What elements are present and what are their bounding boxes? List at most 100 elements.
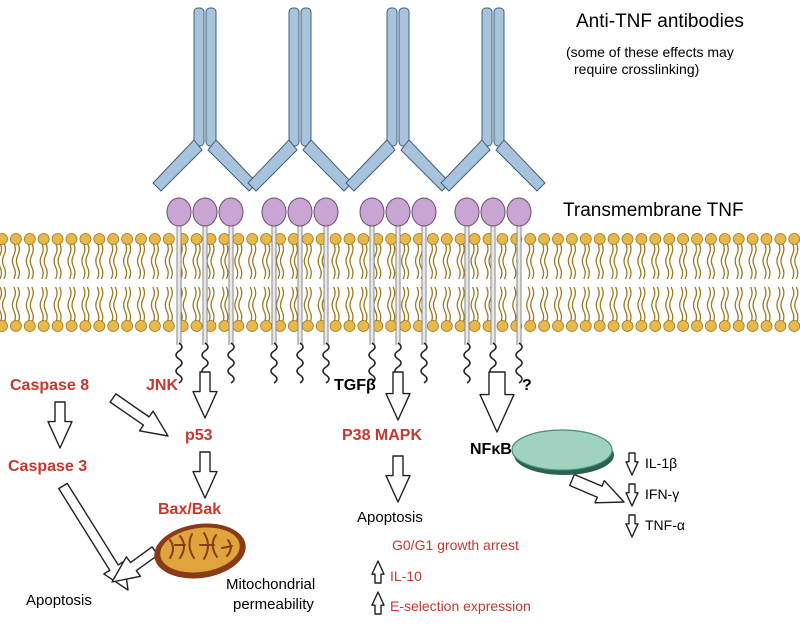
lipid-tail [581,286,586,324]
lipid-tail [95,286,100,324]
lipid-head [496,233,509,245]
lipid-tail [85,242,90,280]
tnf-monomer [166,197,192,227]
lipid-tail [442,242,447,280]
lipid-head [677,320,689,332]
lipid-tail [794,242,799,280]
tnf-cytoplasmic-tail [515,342,523,384]
lipid-head [329,320,342,332]
lipid-tail [210,242,215,280]
lipid-tail [335,286,340,324]
e-selection-label: E-selection expression [390,598,531,614]
mitochondrion-crista [188,533,195,559]
lipid-tail [126,242,132,280]
lipid-tail [391,242,396,280]
lipid-tail [428,242,434,280]
lipid-head [107,320,120,332]
lipid-tail [790,242,795,280]
lipid-head [649,320,662,332]
lipid-tail [762,242,767,280]
lipid-tail [11,286,17,324]
tnf-cytoplasmic-tail [227,342,235,384]
caspase3-label: Caspase 3 [8,458,88,475]
tnf-monomer [359,197,385,227]
p38-mapk-label: P38 MAPK [342,427,423,444]
lipid-tail [196,286,201,324]
lipid-tail [651,242,656,280]
lipid-head [23,320,36,332]
g0g1-arrest-label: G0/G1 growth arrest [392,537,519,553]
lipid-tail [720,286,725,324]
lipid-head [107,233,120,245]
lipid-tail [706,242,712,280]
mitochondrion-crista [221,545,233,549]
lipid-head [468,233,481,245]
lipid-tail [734,242,739,280]
caspase8-label: Caspase 8 [10,377,90,394]
lipid-head [399,233,412,245]
lipid-tail [224,286,229,324]
lipid-head [677,233,689,245]
tnf-monomer [192,197,218,227]
arrow-casp8-to-p53 [109,393,169,437]
cell-membrane [0,233,800,332]
lipid-tail [404,286,410,324]
tnf-monomer [261,197,287,227]
lipid-tail [164,242,169,280]
lipid-head [732,320,745,332]
lipid-tail [192,242,197,280]
tnf-cytoplasmic-tail [322,342,330,384]
lipid-head [746,320,759,332]
lipid-tail [252,286,257,324]
lipid-head [579,233,592,245]
lipid-head [260,320,273,332]
mitochondrion-crista [179,535,185,559]
lipid-tail [307,242,312,280]
lipid-tail [609,242,614,280]
antibody-heavy-chain [300,7,312,147]
lipid-tail [456,286,461,324]
lipid-tail [748,286,753,324]
lipid-tail [470,242,475,280]
tnf-monomer [411,197,437,227]
antibody-heavy-chain [193,7,205,147]
lipid-tail [446,242,451,280]
permeability-label: permeability [233,596,314,613]
lipid-head [93,320,106,332]
antibody-heavy-chain [288,7,300,147]
lipid-tail [400,286,406,324]
lipid-tail [432,242,438,280]
lipid-tail [150,242,156,280]
lipid-tail [776,242,781,280]
lipid-tail [530,242,535,280]
lipid-tail [432,286,438,324]
lipid-head [218,320,231,332]
lipid-head [760,320,773,332]
lipid-head [135,320,147,332]
lipid-head [0,320,8,332]
lipid-tail [238,242,243,280]
arrow-p38-to-apoptosis [385,455,411,503]
lipid-tail [248,286,253,324]
arrow-p53-to-baxbak [192,451,218,499]
lipid-head [691,233,703,245]
lipid-head [385,233,398,245]
eselection-up-arrow [371,591,385,615]
lipid-tail [780,286,785,324]
lipid-head [246,233,259,245]
lipid-head [399,320,412,332]
arrow-nfkb-to-cytokines [568,473,625,504]
mitochondrion-matrix [160,527,240,573]
lipid-tail [99,242,104,280]
lipid-head [426,233,439,245]
tnf-monomer [480,197,506,227]
antibody-fab-arm [302,139,353,192]
lipid-tail [307,286,312,324]
lipid-tail [752,286,757,324]
antibody-fab-arm [152,139,203,192]
lipid-tail [359,242,364,280]
tnf-cytoplasmic-tail [175,342,183,384]
lipid-head [774,233,787,245]
lipid-tail [696,242,702,280]
lipid-tail [738,286,743,324]
